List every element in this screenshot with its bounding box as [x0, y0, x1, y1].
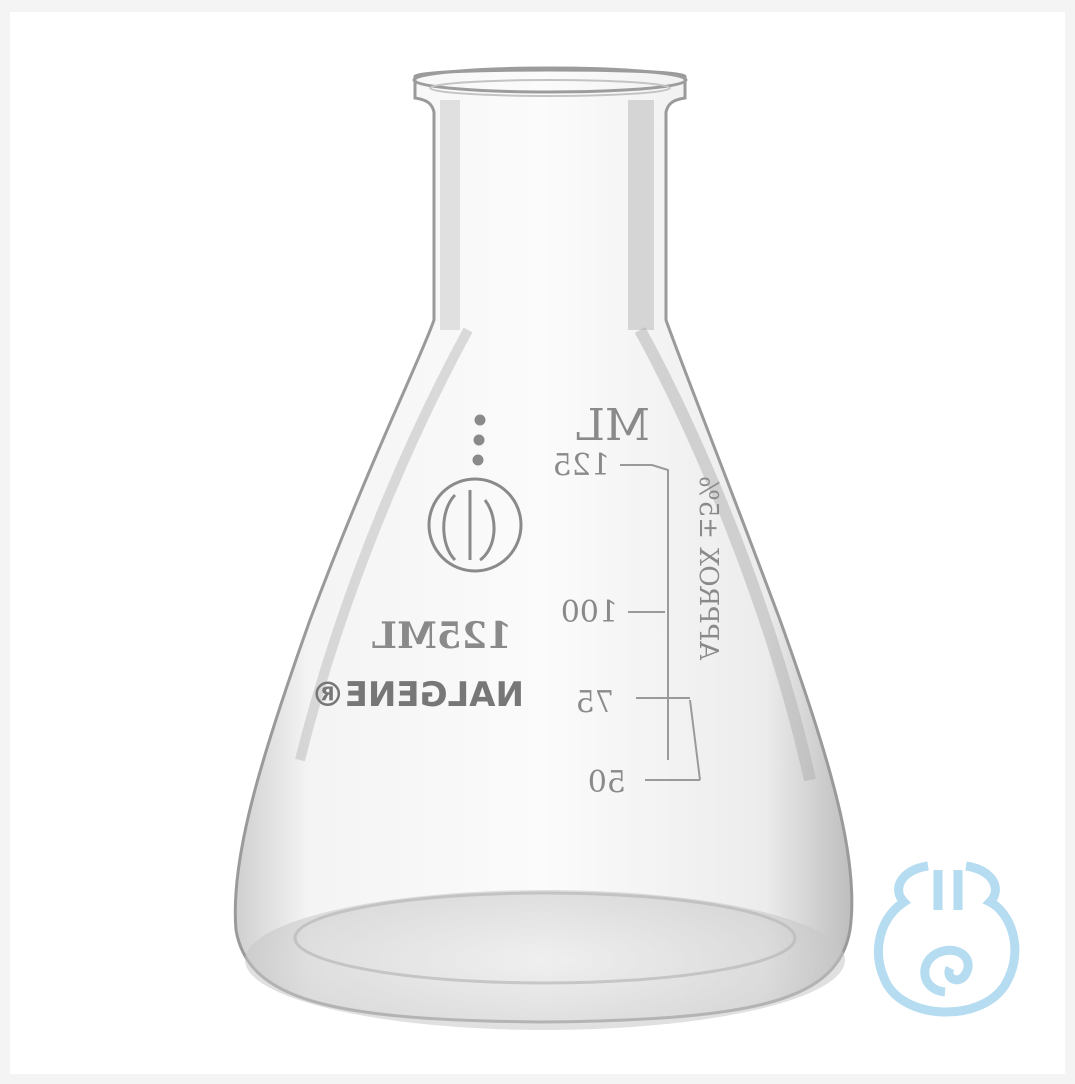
graduation-100: 100: [561, 595, 618, 630]
graduation-75: 75: [576, 685, 614, 720]
flask: [233, 66, 854, 1030]
capacity-label: 125ML: [372, 615, 512, 657]
brand-label: NALGENE®: [311, 675, 524, 715]
approx-label: APPROX ±5%: [693, 476, 723, 661]
graduation-50: 50: [588, 765, 626, 800]
emblem-mark: [427, 414, 523, 573]
flask-logo-icon: [873, 861, 1020, 1017]
graduation-125: 125: [553, 448, 610, 483]
graduation-lines: [620, 464, 701, 781]
flask-markings: ML 125 100 75 50 125ML NALGENE® APPROX ±…: [311, 400, 723, 800]
unit-label: ML: [576, 400, 650, 451]
